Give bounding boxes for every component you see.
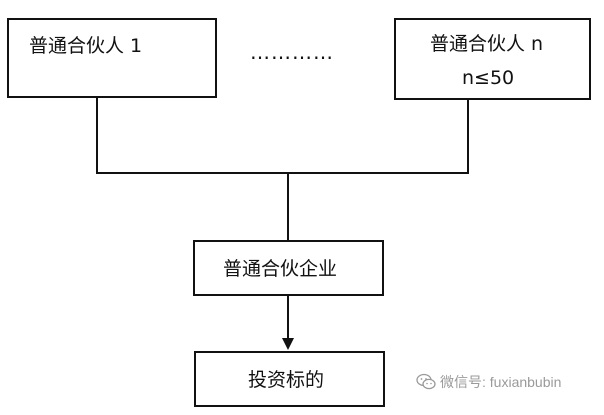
- watermark-text: 微信号: fuxianbubin: [440, 374, 562, 390]
- target-box: 投资标的: [194, 351, 385, 407]
- partner-n-label: 普通合伙人 n: [430, 33, 544, 55]
- enterprise-label: 普通合伙企业: [223, 258, 338, 280]
- partner-1-box: 普通合伙人 1: [7, 18, 217, 98]
- enterprise-box: 普通合伙企业: [193, 240, 384, 296]
- ellipsis: …………: [250, 40, 334, 64]
- down-arrow-icon: [282, 296, 294, 350]
- watermark: 微信号: fuxianbubin: [416, 372, 561, 392]
- partner-limit-label: n≤50: [462, 67, 515, 89]
- connector-right-vertical: [467, 100, 469, 174]
- connector-left-vertical: [96, 98, 98, 174]
- wechat-icon: [416, 373, 436, 390]
- partner-n-box: 普通合伙人 n n≤50: [394, 18, 591, 100]
- partner-1-label: 普通合伙人 1: [29, 35, 143, 57]
- connector-center-vertical: [287, 172, 289, 241]
- target-label: 投资标的: [248, 369, 325, 391]
- connector-horizontal: [96, 172, 469, 174]
